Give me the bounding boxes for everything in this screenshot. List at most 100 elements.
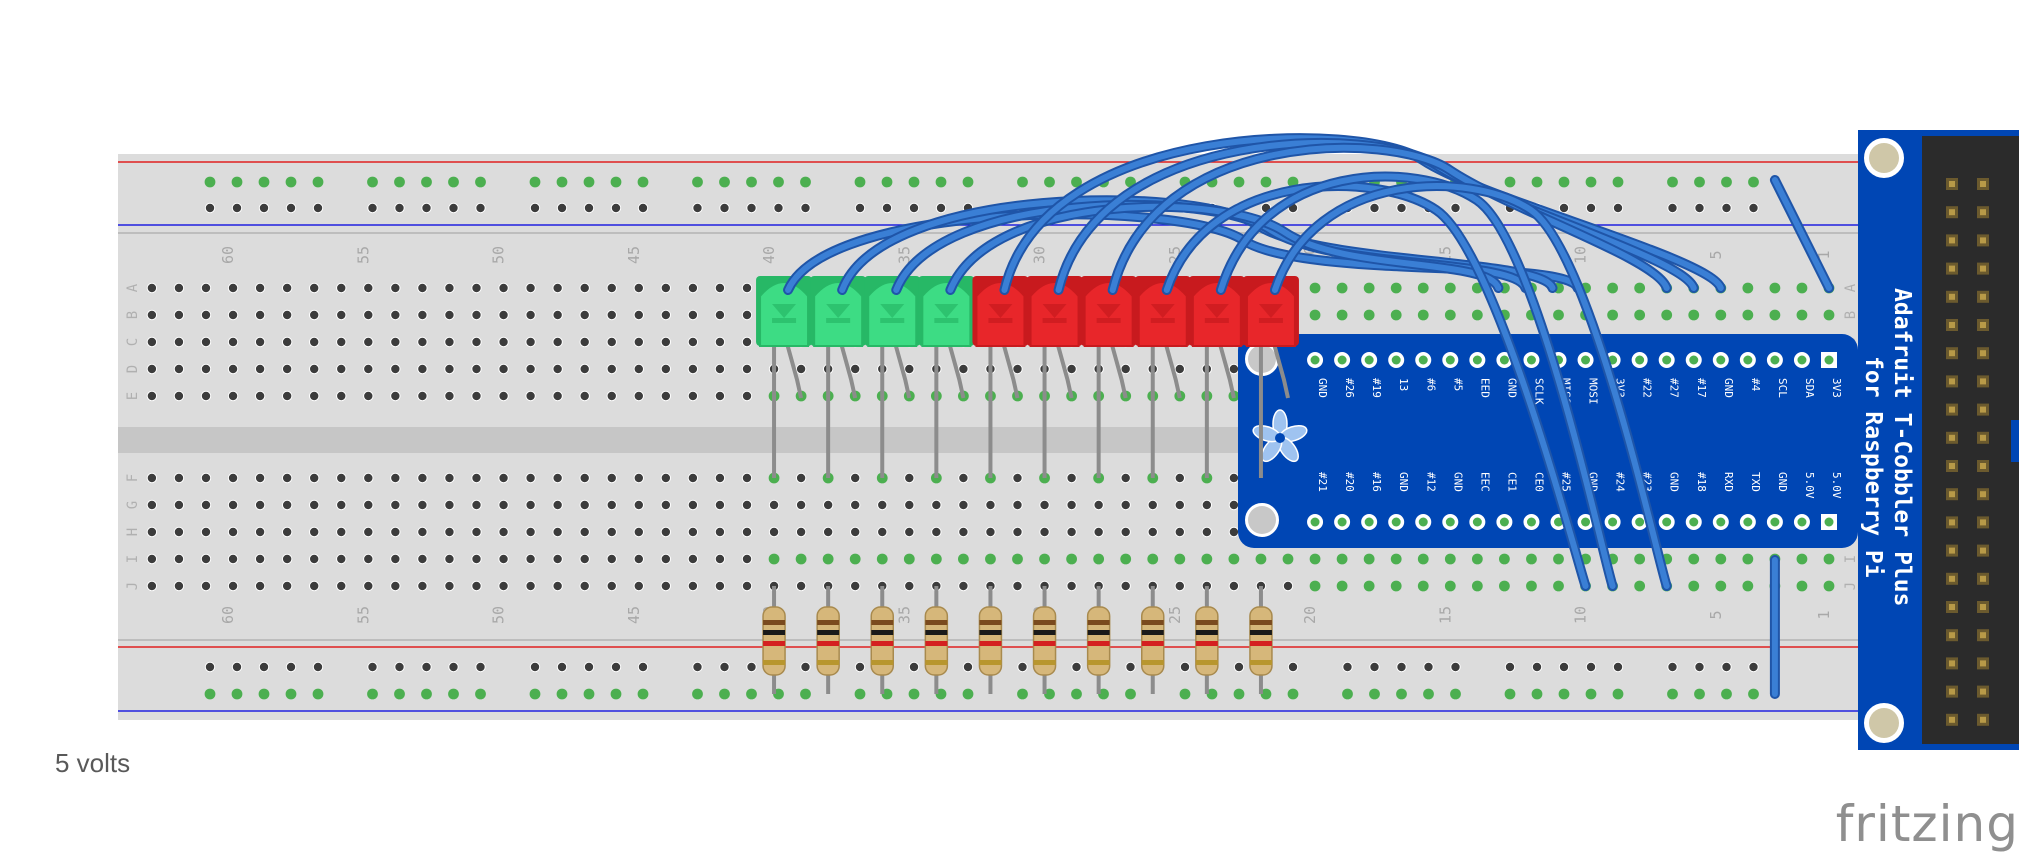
pin-hole <box>1526 517 1536 527</box>
hole <box>231 176 243 188</box>
row-letter: C <box>125 338 141 346</box>
hole <box>395 203 404 213</box>
connector-pin-core <box>1949 406 1955 413</box>
hole <box>147 283 157 293</box>
hole <box>472 473 481 483</box>
hole <box>1094 500 1103 510</box>
hole <box>1228 553 1240 565</box>
hole <box>1229 581 1239 591</box>
column-number: 45 <box>625 606 643 624</box>
hole <box>882 203 892 213</box>
hole <box>364 581 373 591</box>
hole <box>801 662 810 672</box>
hole <box>851 527 860 537</box>
hole <box>282 527 292 537</box>
hole <box>637 688 649 700</box>
pin-label: #20 <box>1343 472 1356 492</box>
hole <box>337 364 346 374</box>
hole <box>935 176 947 188</box>
hole <box>580 364 589 374</box>
hole <box>282 310 292 320</box>
resistor-band <box>1249 641 1272 646</box>
hole <box>258 176 270 188</box>
hole <box>449 662 458 672</box>
hole <box>395 662 404 672</box>
hole <box>255 337 265 347</box>
hole <box>1715 309 1727 321</box>
hole <box>688 581 698 591</box>
hole <box>1260 176 1272 188</box>
hole <box>607 554 616 564</box>
pin-hole <box>1391 355 1401 365</box>
resistor-band <box>925 630 948 635</box>
resistor-band <box>979 620 1002 625</box>
hole <box>1121 500 1130 510</box>
hole <box>693 662 702 672</box>
hole <box>1499 580 1510 592</box>
hole <box>285 688 297 700</box>
hole <box>909 662 919 672</box>
hole <box>286 662 296 672</box>
hole <box>1722 203 1731 213</box>
hole <box>638 662 648 672</box>
hole <box>1067 364 1076 374</box>
led-symbol-bar <box>1096 318 1121 323</box>
hole <box>1013 500 1022 510</box>
hole <box>499 391 508 401</box>
hole <box>391 337 400 347</box>
hole <box>255 310 265 320</box>
hole <box>962 688 974 700</box>
hole <box>584 662 594 672</box>
hole <box>903 553 915 565</box>
hole <box>255 364 265 374</box>
jumper-wire <box>947 203 1502 293</box>
hole <box>688 337 698 347</box>
hole <box>936 203 946 213</box>
hole <box>1559 203 1569 213</box>
hole <box>259 662 269 672</box>
pin-hole <box>1472 355 1482 365</box>
hole <box>147 337 157 347</box>
hole <box>742 527 752 537</box>
resistor-band <box>1141 641 1164 646</box>
hole <box>1013 527 1022 537</box>
pin-label: SCL <box>1776 378 1789 398</box>
hole <box>747 662 756 672</box>
hole <box>472 337 481 347</box>
hole <box>282 554 292 564</box>
pin-label: GND <box>1397 472 1410 492</box>
hole <box>1823 580 1835 592</box>
row-letter: B <box>125 311 141 319</box>
hole <box>1229 364 1239 374</box>
connector-pin-core <box>1980 660 1986 667</box>
hole <box>147 391 157 401</box>
hole <box>1343 662 1352 672</box>
hole <box>607 310 616 320</box>
hole <box>1721 688 1732 700</box>
led-symbol-bar <box>880 318 905 323</box>
resistor-band <box>1033 660 1056 665</box>
pin-hole <box>1499 517 1509 527</box>
hole <box>201 337 211 347</box>
pin-hole <box>1337 517 1347 527</box>
hole <box>201 581 211 591</box>
hole <box>1613 662 1623 672</box>
hole <box>746 688 757 700</box>
hole <box>661 527 671 537</box>
fritzing-logo: fritzing <box>1835 795 2019 853</box>
hole <box>715 364 725 374</box>
hole <box>310 283 319 293</box>
pin-label: #19 <box>1370 378 1383 398</box>
hole <box>526 500 535 510</box>
resistor-band <box>1087 641 1110 646</box>
led-symbol-bar <box>1150 318 1175 323</box>
cobbler-pin-labels: 3V35.0VSDA5.0VSCLGND#4TXDGNDRXD#17#18#27… <box>1316 378 1843 499</box>
pin-hole <box>1689 355 1699 365</box>
hole <box>418 391 427 401</box>
pin-label: #24 <box>1614 472 1627 492</box>
hole <box>201 554 211 564</box>
hole <box>556 688 568 700</box>
hole <box>1390 282 1402 294</box>
pin-label: GND <box>1776 472 1789 492</box>
hole <box>255 581 265 591</box>
